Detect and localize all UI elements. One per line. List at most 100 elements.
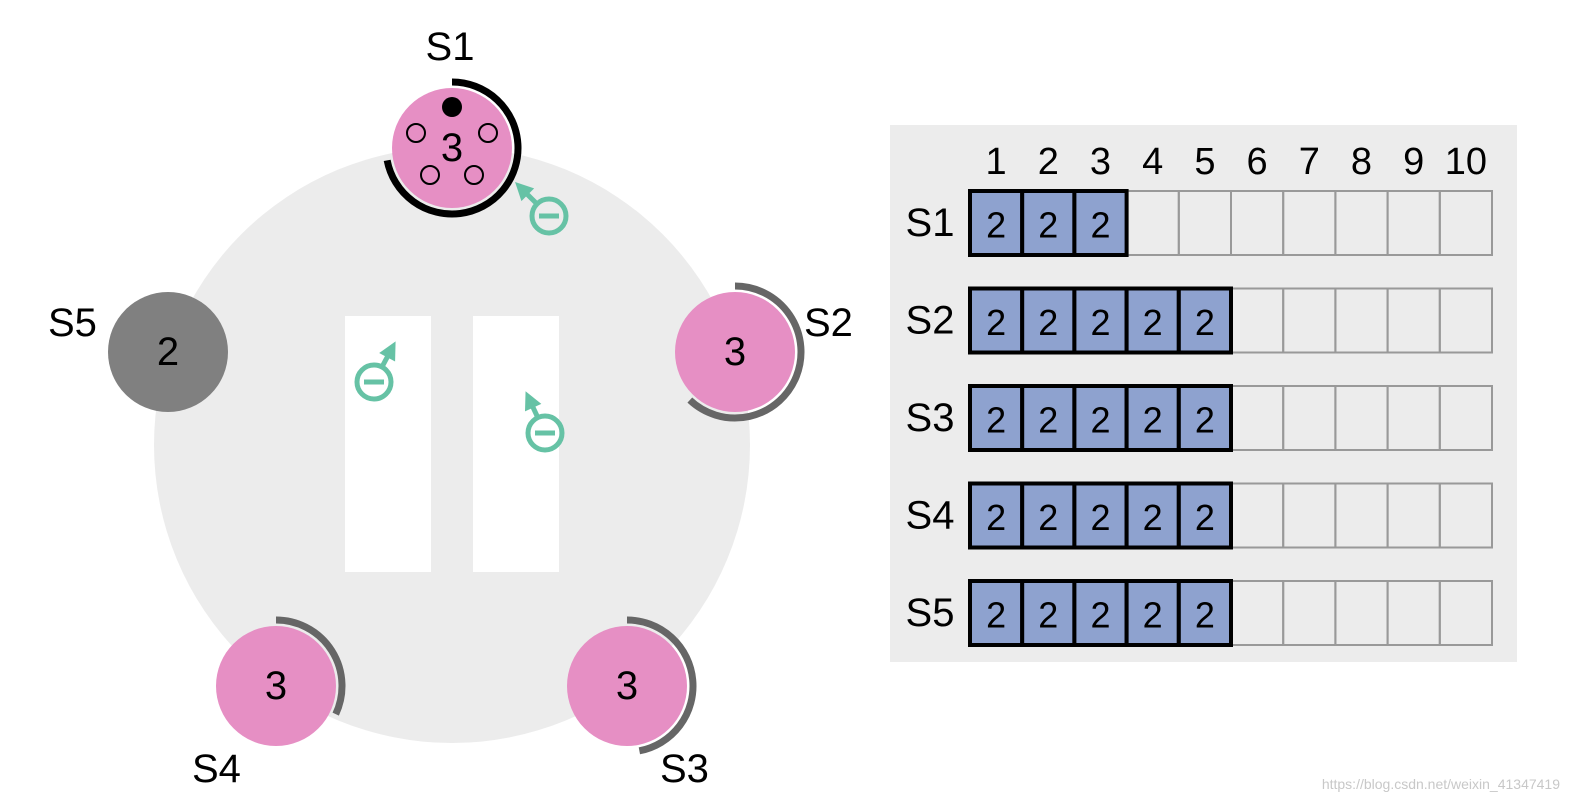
- log-row-label: S2: [906, 299, 955, 343]
- log-entry[interactable]: 2: [1072, 286, 1129, 355]
- message-arrow-icon: [525, 391, 542, 412]
- log-row-label: S1: [906, 201, 955, 245]
- log-entry[interactable]: 2: [1176, 481, 1234, 550]
- watermark: https://blog.csdn.net/weixin_41347419: [1321, 776, 1560, 792]
- log-column-index: 4: [1142, 141, 1163, 183]
- log-column-index: 1: [986, 141, 1007, 183]
- log-entry-term: 2: [1143, 497, 1163, 538]
- log-entry-term: 2: [1195, 400, 1215, 441]
- log-entry-term: 2: [986, 595, 1006, 636]
- log-entry[interactable]: 2: [1176, 286, 1234, 355]
- log-entry[interactable]: 2: [1020, 384, 1077, 452]
- log-entry[interactable]: 2: [1020, 481, 1077, 550]
- cluster-ring-background: [154, 147, 750, 743]
- log-entry-term: 2: [1090, 205, 1110, 246]
- election-timer-arc: [383, 78, 522, 218]
- log-entry-box[interactable]: [1072, 384, 1129, 452]
- log-entry-term: 2: [1195, 595, 1215, 636]
- log-entry-term: 2: [1143, 400, 1163, 441]
- vote-slot-icon: [478, 123, 498, 143]
- log-entry-box[interactable]: [1124, 579, 1181, 647]
- log-entry-box[interactable]: [968, 384, 1025, 452]
- server-s3[interactable]: 3 S3: [567, 616, 709, 791]
- server-node[interactable]: [675, 292, 795, 412]
- server-s1[interactable]: 3 S1: [383, 25, 522, 218]
- log-entry-box[interactable]: [1176, 384, 1234, 452]
- log-entry-box[interactable]: [968, 481, 1025, 550]
- log-entry-box[interactable]: [1072, 579, 1129, 647]
- leader-dot-icon: [442, 97, 462, 117]
- log-entry[interactable]: 2: [968, 286, 1025, 355]
- log-entry[interactable]: 2: [1020, 189, 1077, 257]
- log-entry-term: 2: [1143, 595, 1163, 636]
- message-icon: [525, 413, 565, 453]
- log-entry[interactable]: 2: [968, 384, 1025, 452]
- log-entry-box[interactable]: [1072, 189, 1129, 257]
- server-s2[interactable]: 3 S2: [675, 282, 853, 422]
- vote-slot-icon: [406, 123, 426, 143]
- server-term: 2: [157, 330, 179, 374]
- log-entry[interactable]: 2: [968, 579, 1025, 647]
- message-icon: [354, 362, 394, 402]
- log-entry-box[interactable]: [1020, 189, 1077, 257]
- log-empty-slot: [1438, 287, 1494, 354]
- log-entry[interactable]: 2: [1124, 579, 1181, 647]
- server-node[interactable]: [108, 292, 228, 412]
- log-entry[interactable]: 2: [1072, 384, 1129, 452]
- log-column-index: 6: [1247, 141, 1268, 183]
- log-column-index: 8: [1351, 141, 1372, 183]
- server-s5[interactable]: 2 S5: [48, 292, 228, 412]
- log-empty-slot: [1438, 580, 1494, 646]
- message-in-flight[interactable]: [354, 337, 404, 402]
- log-entry[interactable]: 2: [1072, 579, 1129, 647]
- server-node[interactable]: [567, 626, 687, 746]
- message-in-flight[interactable]: [517, 388, 565, 453]
- election-timer-arc: [687, 282, 805, 422]
- pause-bar-right[interactable]: [473, 316, 559, 572]
- log-column-index: 2: [1038, 141, 1059, 183]
- log-column-index: 5: [1194, 141, 1215, 183]
- server-s4[interactable]: 3 S4: [192, 616, 346, 791]
- log-entry-term: 2: [986, 205, 1006, 246]
- log-row-label: S5: [906, 591, 955, 635]
- log-entry-box[interactable]: [1176, 481, 1234, 550]
- log-entry[interactable]: 2: [1124, 481, 1181, 550]
- log-entry[interactable]: 2: [968, 189, 1025, 257]
- server-label: S3: [660, 747, 709, 791]
- vote-slot-icon: [420, 165, 440, 185]
- log-entry[interactable]: 2: [1124, 384, 1181, 452]
- message-arrow-icon: [379, 341, 396, 362]
- log-entry[interactable]: 2: [1020, 286, 1077, 355]
- election-timer-arc: [626, 616, 697, 755]
- log-entry[interactable]: 2: [1176, 579, 1234, 647]
- log-entry[interactable]: 2: [968, 481, 1025, 550]
- log-entry[interactable]: 2: [1072, 481, 1129, 550]
- log-entry-term: 2: [986, 302, 1006, 343]
- server-label: S4: [192, 747, 241, 791]
- log-entry[interactable]: 2: [1020, 579, 1077, 647]
- log-entry[interactable]: 2: [1124, 286, 1181, 355]
- server-node[interactable]: [216, 626, 336, 746]
- log-entry-box[interactable]: [1124, 384, 1181, 452]
- log-entry[interactable]: 2: [1072, 189, 1129, 257]
- log-entry[interactable]: 2: [1176, 384, 1234, 452]
- log-entry-box[interactable]: [1124, 286, 1181, 355]
- log-entry-term: 2: [1090, 302, 1110, 343]
- log-empty-slot: [1438, 482, 1494, 549]
- log-entry-box[interactable]: [1176, 286, 1234, 355]
- log-entry-term: 2: [1038, 400, 1058, 441]
- server-term: 3: [724, 330, 746, 374]
- log-entry-term: 2: [986, 497, 1006, 538]
- server-label: S5: [48, 301, 97, 345]
- log-entry-term: 2: [1038, 302, 1058, 343]
- log-entry-box[interactable]: [968, 579, 1025, 647]
- log-entry-box[interactable]: [1176, 579, 1234, 647]
